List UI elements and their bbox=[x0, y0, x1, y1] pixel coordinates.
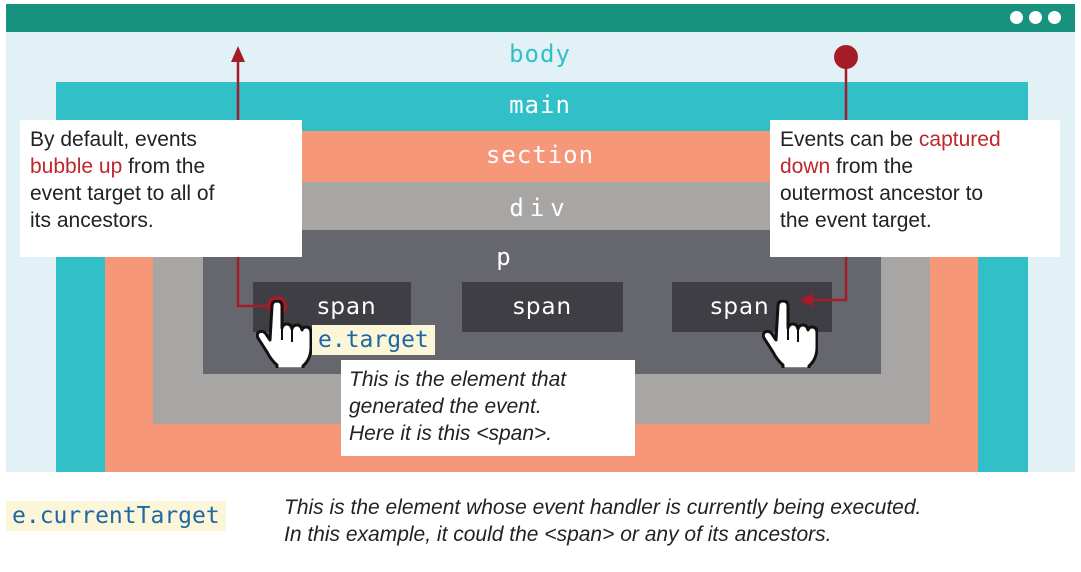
bubble-callout: By default, events bubble up from the ev… bbox=[20, 120, 302, 257]
capture-callout-line3: outermost ancestor to bbox=[780, 182, 984, 205]
e-current-target-code: e.currentTarget bbox=[6, 501, 226, 531]
pointing-hand-icon bbox=[256, 300, 312, 368]
capture-callout-line1: Events can be captured bbox=[780, 128, 1001, 151]
e-current-target-note: This is the element whose event handler … bbox=[284, 496, 922, 546]
div-label: div bbox=[509, 194, 571, 222]
capture-callout-line4: the event target. bbox=[780, 209, 932, 232]
captured-highlight: captured bbox=[918, 128, 1001, 151]
down-highlight: down bbox=[780, 155, 831, 178]
section-label: section bbox=[485, 141, 595, 169]
more-dots-icon[interactable] bbox=[1010, 11, 1061, 24]
span-box-right[interactable]: span bbox=[672, 282, 832, 332]
bubble-callout-line2: bubble up from the bbox=[30, 155, 206, 178]
e-target-code: e.target bbox=[312, 325, 435, 355]
span-label: span bbox=[512, 294, 573, 320]
e-target-note: This is the element that generated the e… bbox=[341, 360, 635, 456]
span-label: span bbox=[710, 294, 770, 320]
bubble-callout-line1: By default, events bbox=[30, 128, 197, 151]
bubble-callout-line3: event target to all of bbox=[30, 182, 215, 205]
p-label: p bbox=[496, 243, 512, 271]
pointing-hand-icon bbox=[762, 300, 818, 368]
span-label: span bbox=[317, 294, 377, 320]
main-label: main bbox=[509, 91, 571, 119]
bubble-up-arrowhead bbox=[231, 46, 245, 62]
capture-down-arrowhead bbox=[799, 293, 813, 307]
capture-callout-line2: down from the bbox=[780, 155, 914, 178]
bubble-up-highlight: bubble up bbox=[30, 155, 123, 178]
capture-callout: Events can be captured down from the out… bbox=[770, 120, 1060, 257]
span-box-middle[interactable]: span bbox=[462, 282, 623, 332]
window-titlebar bbox=[6, 4, 1075, 32]
bubble-callout-line4: its ancestors. bbox=[30, 209, 154, 232]
body-label: body bbox=[509, 40, 571, 68]
